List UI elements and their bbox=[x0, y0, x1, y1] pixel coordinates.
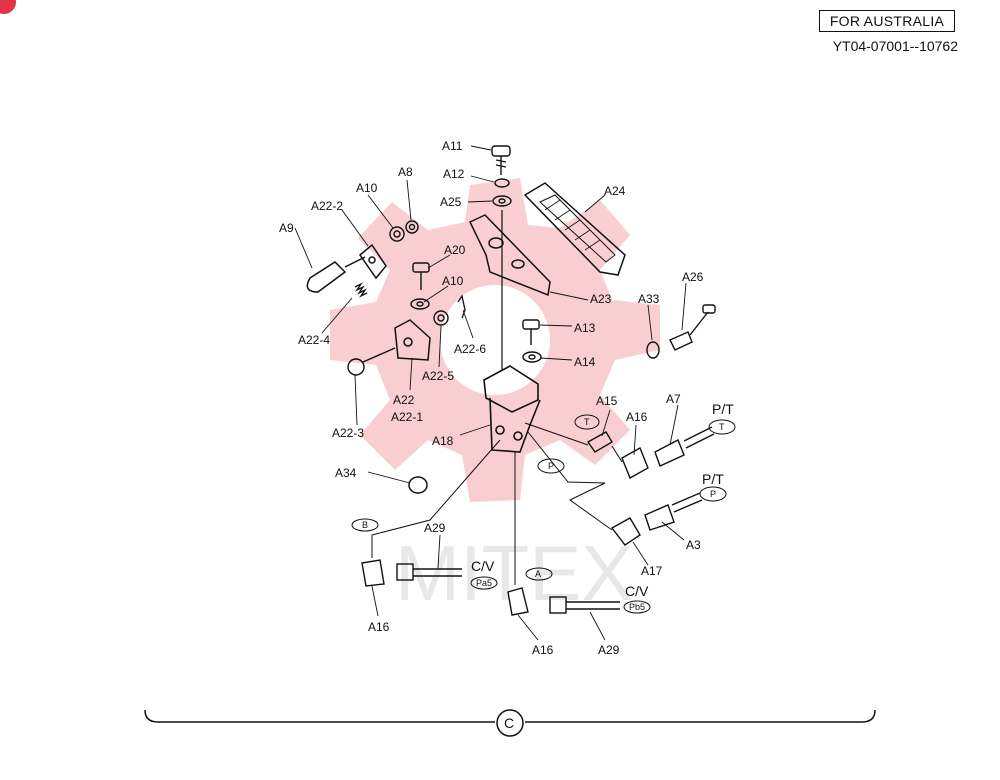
label-a9: A9 bbox=[279, 221, 294, 235]
cap-a34 bbox=[408, 476, 428, 494]
pin-a22-3 bbox=[347, 347, 396, 376]
label-a14: A14 bbox=[574, 355, 596, 369]
label-a25: A25 bbox=[440, 195, 462, 209]
label-a10-mid: A10 bbox=[442, 274, 464, 288]
fittings-p-line bbox=[527, 431, 703, 546]
pedal-pad bbox=[523, 182, 626, 276]
bolt-a11 bbox=[491, 145, 511, 175]
label-a22-2: A22-2 bbox=[311, 199, 343, 213]
port-cv-right: C/V bbox=[625, 583, 649, 599]
label-a16-right: A16 bbox=[626, 410, 648, 424]
label-a22-3: A22-3 bbox=[332, 426, 364, 440]
label-a29-bottom: A29 bbox=[598, 643, 620, 657]
label-a17: A17 bbox=[641, 564, 663, 578]
section-marker: C bbox=[504, 715, 514, 731]
label-a8: A8 bbox=[398, 165, 413, 179]
port-p-tag: P bbox=[548, 461, 554, 471]
port-cv-left: C/V bbox=[471, 558, 495, 574]
port-b-tag: B bbox=[362, 520, 368, 530]
spring-a22-4 bbox=[354, 282, 368, 298]
label-a24: A24 bbox=[604, 184, 626, 198]
label-a33: A33 bbox=[638, 292, 660, 306]
port-pt-lower: P/T bbox=[702, 471, 724, 487]
plate-a22-2 bbox=[358, 243, 387, 280]
label-a3: A3 bbox=[686, 538, 701, 552]
leader-lines bbox=[294, 145, 687, 641]
label-a29-left: A29 bbox=[424, 521, 446, 535]
section-bracket bbox=[144, 709, 876, 737]
corner-marker bbox=[0, 0, 16, 14]
sensor-a26 bbox=[646, 304, 716, 359]
watermark-text: MITEX bbox=[395, 529, 633, 617]
port-pt-lower-tag: P bbox=[710, 489, 716, 499]
fitting-b-port bbox=[361, 439, 501, 587]
label-a34: A34 bbox=[335, 466, 357, 480]
region-label: FOR AUSTRALIA bbox=[819, 10, 955, 32]
watermark-logo bbox=[330, 178, 660, 502]
bolt-a13 bbox=[522, 319, 540, 345]
label-a22: A22 bbox=[393, 393, 415, 407]
port-pt-upper: P/T bbox=[712, 401, 734, 417]
label-a10-top: A10 bbox=[356, 181, 378, 195]
fitting-a-port bbox=[507, 452, 620, 616]
label-a22-1: A22-1 bbox=[391, 410, 423, 424]
port-text: T P B A P/T T P/T P C/V Pa5 C/V Pb5 bbox=[362, 401, 734, 612]
pin-a22-6 bbox=[457, 294, 466, 319]
label-a11: A11 bbox=[442, 139, 463, 153]
pedal-bracket bbox=[468, 214, 551, 297]
fittings-t-line bbox=[524, 422, 715, 479]
port-pt-upper-tag: T bbox=[719, 422, 725, 432]
valve-body-a18 bbox=[483, 365, 541, 453]
label-a15: A15 bbox=[596, 394, 618, 408]
label-a26: A26 bbox=[682, 270, 704, 284]
label-a16-left: A16 bbox=[368, 620, 390, 634]
label-a7: A7 bbox=[666, 392, 681, 406]
port-pa5: Pa5 bbox=[476, 578, 492, 588]
label-a22-4: A22-4 bbox=[298, 333, 330, 347]
label-a23: A23 bbox=[590, 292, 612, 306]
document-number: YT04-07001--10762 bbox=[832, 38, 958, 54]
port-a-tag: A bbox=[535, 569, 541, 579]
washers bbox=[389, 178, 542, 363]
port-t-tag: T bbox=[584, 417, 590, 427]
label-a22-6: A22-6 bbox=[454, 342, 486, 356]
port-pb5: Pb5 bbox=[629, 602, 645, 612]
bracket-a22 bbox=[394, 319, 431, 361]
label-a20: A20 bbox=[444, 243, 466, 257]
label-a12: A12 bbox=[443, 167, 465, 181]
label-a22-5: A22-5 bbox=[422, 369, 454, 383]
part-labels: A11 A12 A25 A24 A10 A8 A9 A22-2 A20 A10 … bbox=[279, 139, 704, 657]
label-a16-bottom: A16 bbox=[532, 643, 554, 657]
label-a13: A13 bbox=[574, 321, 596, 335]
port-labels bbox=[351, 414, 736, 614]
label-a18: A18 bbox=[432, 434, 454, 448]
